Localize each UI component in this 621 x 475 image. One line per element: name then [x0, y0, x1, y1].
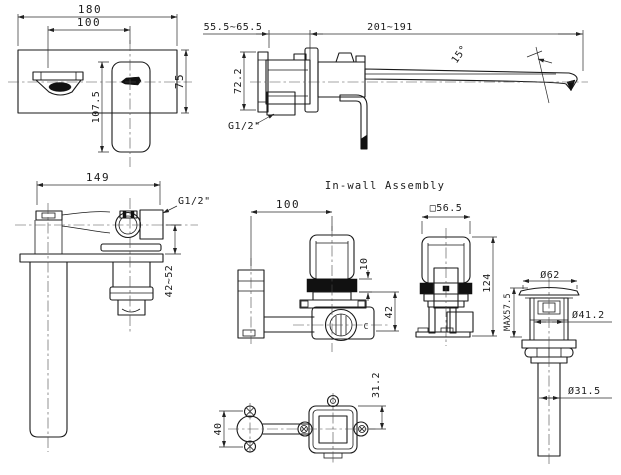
dimensions-front: [17, 14, 189, 153]
drain-cap: [518, 286, 580, 296]
dimensions-side: [203, 30, 584, 125]
view-side-trim: 55.5~65.5 201~191 15° 72.2 G1/2": [203, 22, 588, 150]
dim-side-body-height: 72.2: [233, 68, 244, 94]
dim-bottom-flange: 40: [213, 422, 224, 435]
handle-lever: [111, 61, 151, 153]
down-spout-pipe: [29, 261, 68, 438]
dim-inwall-band: 10: [359, 257, 370, 270]
dim-plan-wall-range: 42~52: [164, 265, 175, 298]
dim-inwall-depth: 42: [384, 305, 395, 318]
dim-drain-top-dia: Ø62: [540, 269, 560, 281]
dim-plan-spout-reach: 149: [86, 171, 110, 184]
dimensions-bottom: [219, 405, 386, 448]
spout-side: [364, 68, 578, 92]
handle-side: [339, 94, 368, 150]
inwall-assembly-title: In-wall Assembly: [325, 180, 445, 192]
dim-side-wall-depth: 55.5~65.5: [204, 22, 263, 33]
dimensions-drain: [510, 279, 612, 400]
view-popup-drain: Ø62 MAX57.5 Ø41.2 Ø31.5: [503, 269, 612, 464]
dim-drain-mid-dia: Ø41.2: [572, 309, 605, 321]
base-plate: [415, 331, 471, 338]
set-screw-slot: [122, 210, 135, 219]
label-side-inlet-thread: G1/2": [228, 121, 261, 132]
plan-body: [19, 209, 164, 438]
bottom-body: [236, 394, 369, 459]
dim-side-spout-length: 201~191: [367, 22, 413, 33]
valve-housing: [139, 209, 164, 240]
valve-body: [311, 306, 375, 340]
dim-drain-pipe-dia: Ø31.5: [568, 385, 601, 397]
valve-body-mark: C: [364, 322, 369, 331]
trim-plate: [17, 49, 178, 114]
dimensions-inwall-side: [421, 215, 497, 337]
dim-front-handle-drop: 107.5: [91, 91, 102, 124]
inlet-box: [266, 91, 296, 116]
aerator: [48, 82, 72, 92]
side-junction-box: [446, 311, 474, 333]
dimensions-plan: [36, 181, 181, 255]
dimensions-inwall-front: [250, 210, 399, 332]
wall-plate: [19, 253, 164, 263]
dim-inwall-square: □56.5: [430, 203, 463, 214]
inwall-front-body: [237, 234, 375, 342]
view-plan-trim: 149 G1/2" 42~52: [15, 171, 211, 452]
side-body: [257, 47, 366, 116]
dim-side-angle: 15°: [450, 43, 470, 65]
dim-bottom-offset: 31.2: [371, 372, 382, 398]
dim-inwall-height: 124: [482, 273, 493, 293]
view-front-trim: 180 100 75 107.5: [8, 3, 192, 167]
inwall-side-body: [415, 236, 474, 338]
escutcheon: [304, 47, 319, 113]
dim-drain-max-height: MAX57.5: [503, 293, 513, 331]
view-inwall-front: C 100 10 42: [237, 198, 399, 352]
brand-logo-badge: [120, 76, 142, 86]
angle-extension-line: [535, 46, 550, 104]
view-inwall-bottom: 40 31.2: [213, 372, 386, 463]
view-inwall-side: □56.5 124: [415, 203, 497, 346]
dim-front-hole-spacing: 100: [77, 16, 101, 29]
dim-front-width: 180: [78, 3, 102, 16]
dim-front-plate-height: 75: [173, 73, 186, 89]
label-plan-inlet-thread: G1/2": [178, 196, 211, 207]
spout-outlet: [32, 71, 84, 96]
dim-inwall-offset: 100: [276, 198, 300, 211]
